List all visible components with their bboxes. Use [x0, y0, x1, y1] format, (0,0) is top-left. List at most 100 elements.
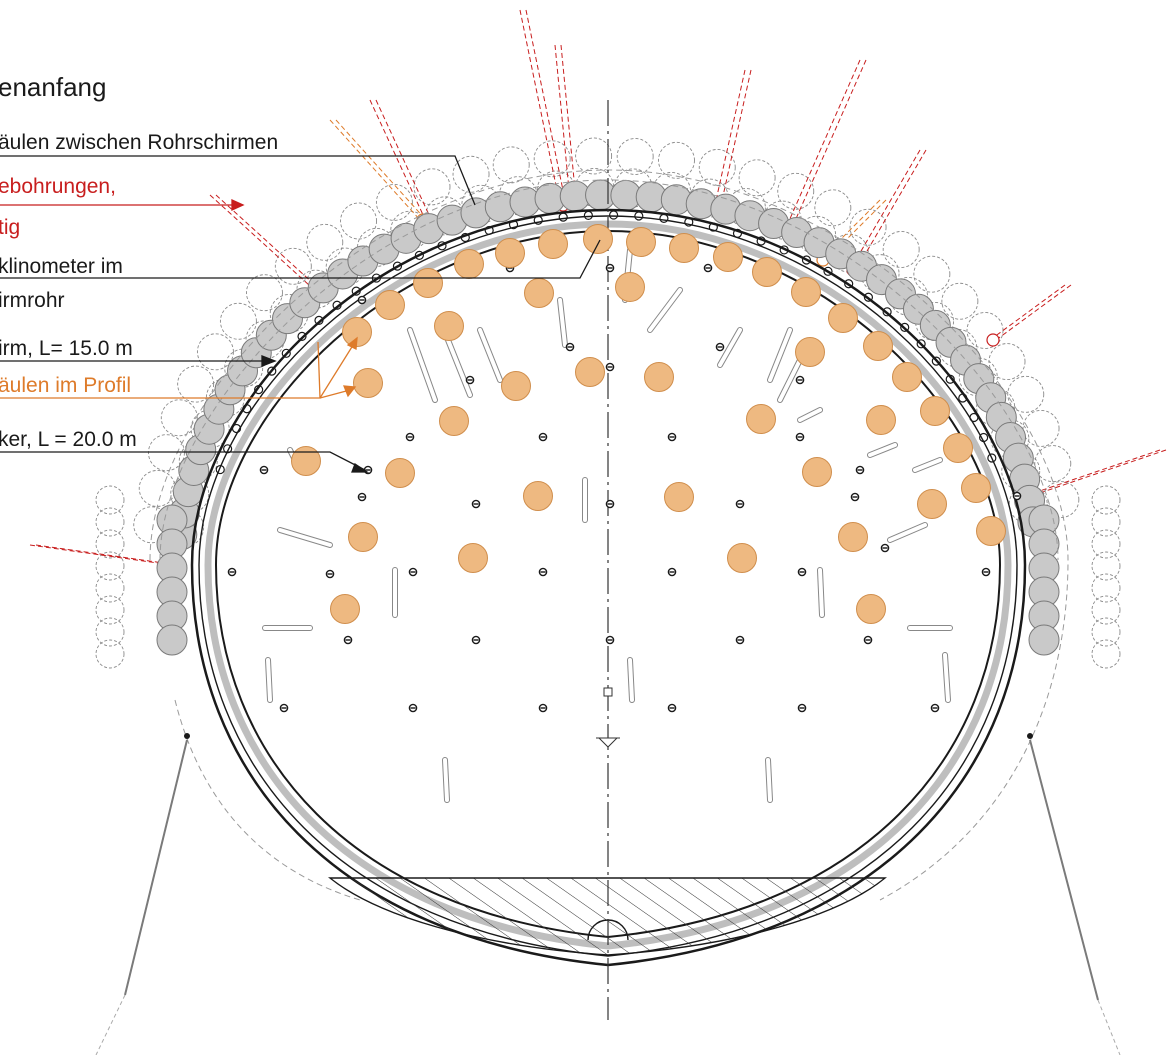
- jet-grout-column: [524, 278, 554, 308]
- jet-grout-column: [501, 371, 531, 401]
- drilling-line: [849, 149, 921, 271]
- umbrella-circle: [452, 155, 490, 193]
- umbrella-circle: [976, 387, 1016, 427]
- umbrella-circle: [1091, 485, 1121, 515]
- umbrella-circle: [413, 168, 451, 206]
- drilling-line: [819, 199, 881, 261]
- leader-lines: [0, 155, 601, 473]
- umbrella-circle: [95, 485, 125, 515]
- drilling-line: [369, 99, 431, 231]
- jet-grout-column: [920, 396, 950, 426]
- drilling-line: [790, 59, 867, 231]
- umbrella-circle: [306, 223, 344, 261]
- jet-grout-column: [439, 406, 469, 436]
- jet-grout-column: [866, 405, 896, 435]
- label-inclinometer-line2: irmrohr: [0, 289, 65, 312]
- umbrella-circle: [95, 507, 125, 537]
- anchor-body-inner: [768, 328, 792, 382]
- anchor-body-inner: [778, 358, 802, 402]
- drilling-line: [329, 119, 421, 221]
- umbrella-circle: [160, 399, 198, 437]
- jet-grout-column: [348, 522, 378, 552]
- footing-point: [1027, 733, 1033, 739]
- umbrella-circle: [95, 551, 125, 581]
- drilling-line: [525, 9, 567, 206]
- anchor-body-inner: [443, 758, 449, 802]
- jet-grout-column: [330, 594, 360, 624]
- drilling-line: [1027, 449, 1161, 496]
- umbrella-circle: [224, 348, 264, 388]
- jet-grout-column: [458, 543, 488, 573]
- umbrella-circle: [1022, 409, 1060, 447]
- jet-grout-column: [523, 481, 553, 511]
- umbrella-circle: [658, 141, 695, 179]
- survey-point-marker: [603, 687, 613, 697]
- drilling-line: [825, 199, 887, 261]
- umbrella-circle: [274, 247, 312, 285]
- label-drillings-line2: tig: [0, 216, 20, 239]
- anchor-body-inner: [478, 328, 502, 382]
- anchor-body-inner: [766, 758, 772, 802]
- label-drillings-line1: ebohrungen,: [0, 175, 116, 198]
- jet-grout-column: [291, 446, 321, 476]
- centreline: [596, 100, 620, 1020]
- umbrella-circle: [1091, 573, 1121, 603]
- umbrella-circle: [95, 639, 125, 669]
- umbrella-circle: [958, 357, 998, 397]
- umbrella-circle: [860, 254, 900, 294]
- label-anchor: ker, L = 20.0 m: [0, 428, 137, 451]
- drilling-line: [784, 59, 861, 231]
- drilling-line: [209, 194, 321, 296]
- pipe-circle: [583, 210, 593, 221]
- umbrella-circle: [882, 230, 920, 268]
- grey-column: [1028, 624, 1060, 656]
- umbrella-circle: [1091, 529, 1121, 559]
- drilling-line: [35, 544, 179, 566]
- umbrella-circle: [219, 302, 257, 340]
- drilling-line: [995, 284, 1072, 341]
- jet-grout-columns-in-profile: [291, 224, 1006, 624]
- anchor-body-inner: [888, 523, 927, 542]
- jet-grout-column: [342, 317, 372, 347]
- anchor-body-inner: [278, 528, 332, 547]
- jet-grout-column: [375, 290, 405, 320]
- umbrella-circle: [95, 595, 125, 625]
- umbrella-circle: [738, 159, 776, 197]
- anchor-body-inner: [408, 328, 437, 402]
- anchor-body-inner: [913, 458, 942, 472]
- umbrella-circle: [726, 188, 766, 228]
- jet-grout-column: [538, 229, 568, 259]
- label-pipe-umbrella: irm, L= 15.0 m: [0, 337, 133, 360]
- umbrella-circle: [777, 172, 815, 210]
- jet-grout-column: [644, 362, 674, 392]
- jet-grout-column: [791, 277, 821, 307]
- pipe-circle: [659, 213, 669, 223]
- anchor-body-inner: [943, 653, 950, 702]
- umbrella-circle: [1091, 595, 1121, 625]
- umbrella-circle: [575, 137, 613, 175]
- jet-grout-column: [495, 238, 525, 268]
- umbrella-circle: [95, 573, 125, 603]
- drilling-line: [989, 284, 1066, 341]
- umbrella-circle: [938, 328, 978, 368]
- jet-grout-column: [838, 522, 868, 552]
- jet-grout-column: [626, 227, 656, 257]
- pipe-circle: [634, 211, 644, 221]
- anchor-body-inner: [868, 443, 897, 457]
- umbrella-circle: [492, 146, 530, 184]
- jet-grout-column: [575, 357, 605, 387]
- jet-grout-column: [669, 233, 699, 263]
- anchor-body-inner: [818, 568, 824, 617]
- umbrella-circle: [814, 189, 852, 227]
- umbrella-circle: [797, 215, 837, 255]
- anchor-body-inner: [558, 298, 567, 347]
- label-columns-in-profile: äulen im Profil: [0, 374, 131, 397]
- umbrella-circle: [340, 202, 378, 240]
- pipe-circle: [558, 212, 568, 222]
- anchor-body-inner: [266, 658, 272, 702]
- jet-grout-column: [454, 249, 484, 279]
- jet-grout-column: [863, 331, 893, 361]
- grey-column: [156, 624, 188, 656]
- drilling-head: [986, 333, 1000, 347]
- umbrella-circle: [245, 274, 283, 312]
